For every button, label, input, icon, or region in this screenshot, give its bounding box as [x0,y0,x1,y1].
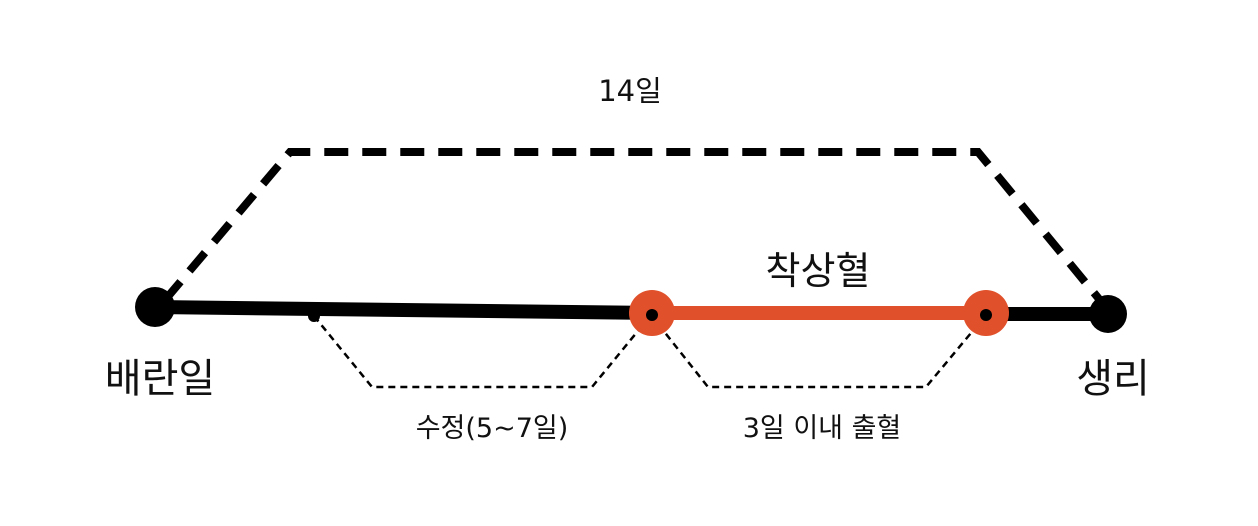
bleeding-within-bracket [650,314,987,389]
ovulation-day-dot [135,287,175,327]
fertilization-label: 수정(5~7일) [416,413,569,444]
implantation-bleeding-label: 착상혈 [766,249,871,293]
fertilization-bracket [313,314,652,389]
menstruation-label: 생리 [1076,356,1150,402]
total-period-label: 14일 [598,74,662,108]
fertilization-marker-dot [308,310,320,322]
implantation-start-node-center [646,309,658,321]
timeline-before-implantation [154,300,653,320]
bleeding-within-label: 3일 이내 출혈 [743,413,902,444]
implantation-end-node-center [980,309,992,321]
menstruation-dot [1089,295,1127,333]
ovulation-day-label: 배란일 [105,356,215,402]
fourteen-day-span-bracket [161,148,1108,308]
